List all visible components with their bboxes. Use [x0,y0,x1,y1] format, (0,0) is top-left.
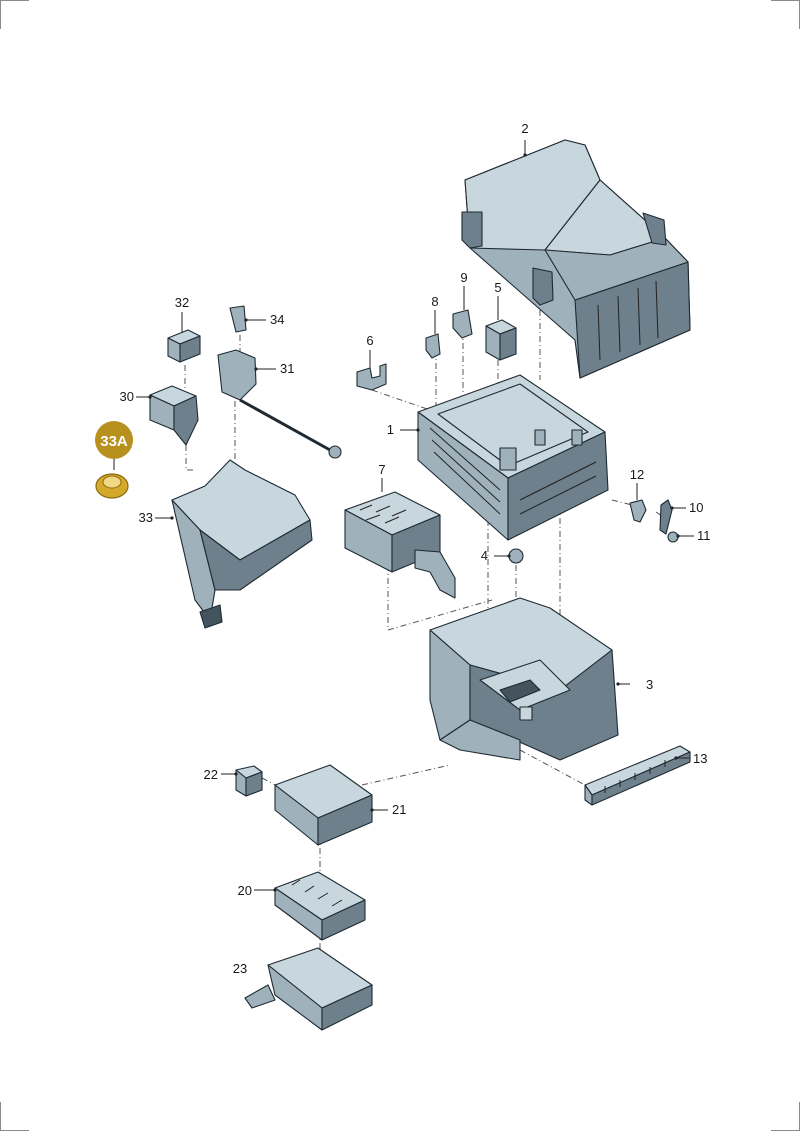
callout-5: 5 [494,280,501,295]
badge-33a-label: 33A [100,433,128,450]
hardware-parts [508,499,691,806]
callout-4: 4 [481,548,488,563]
part-7-module [344,491,456,599]
part-2-cover [461,139,691,379]
part-1-fusebox [417,374,609,541]
callout-31: 31 [280,361,294,376]
callout-9: 9 [460,270,467,285]
callout-30: 30 [120,389,134,404]
crop-mark-top-left [0,0,29,29]
left-assembly [149,305,342,629]
part-3-housing [429,597,619,761]
callout-13: 13 [693,751,707,766]
callout-21: 21 [392,802,406,817]
small-parts-top [356,309,517,391]
badge-33a [95,421,133,459]
leader-lines [113,140,694,891]
callout-20: 20 [238,883,252,898]
callout-6: 6 [366,333,373,348]
callout-10: 10 [689,500,703,515]
leader-arrowheads [148,153,680,892]
callout-22: 22 [204,767,218,782]
callout-1: 1 [387,422,394,437]
callout-33: 33 [139,510,153,525]
part-33a-highlight: 33A [95,421,133,499]
callout-32: 32 [175,295,189,310]
callout-8: 8 [431,294,438,309]
callout-7: 7 [378,462,385,477]
callout-34: 34 [270,312,284,327]
callouts: 2 1 3 4 5 6 7 8 9 10 11 12 13 20 21 22 2… [120,121,711,976]
callout-11: 11 [697,528,711,543]
assembly-lines [184,310,669,955]
callout-2: 2 [521,121,528,136]
callout-12: 12 [630,467,644,482]
callout-23: 23 [233,961,247,976]
callout-3: 3 [646,677,653,692]
lower-parts [235,764,373,1031]
